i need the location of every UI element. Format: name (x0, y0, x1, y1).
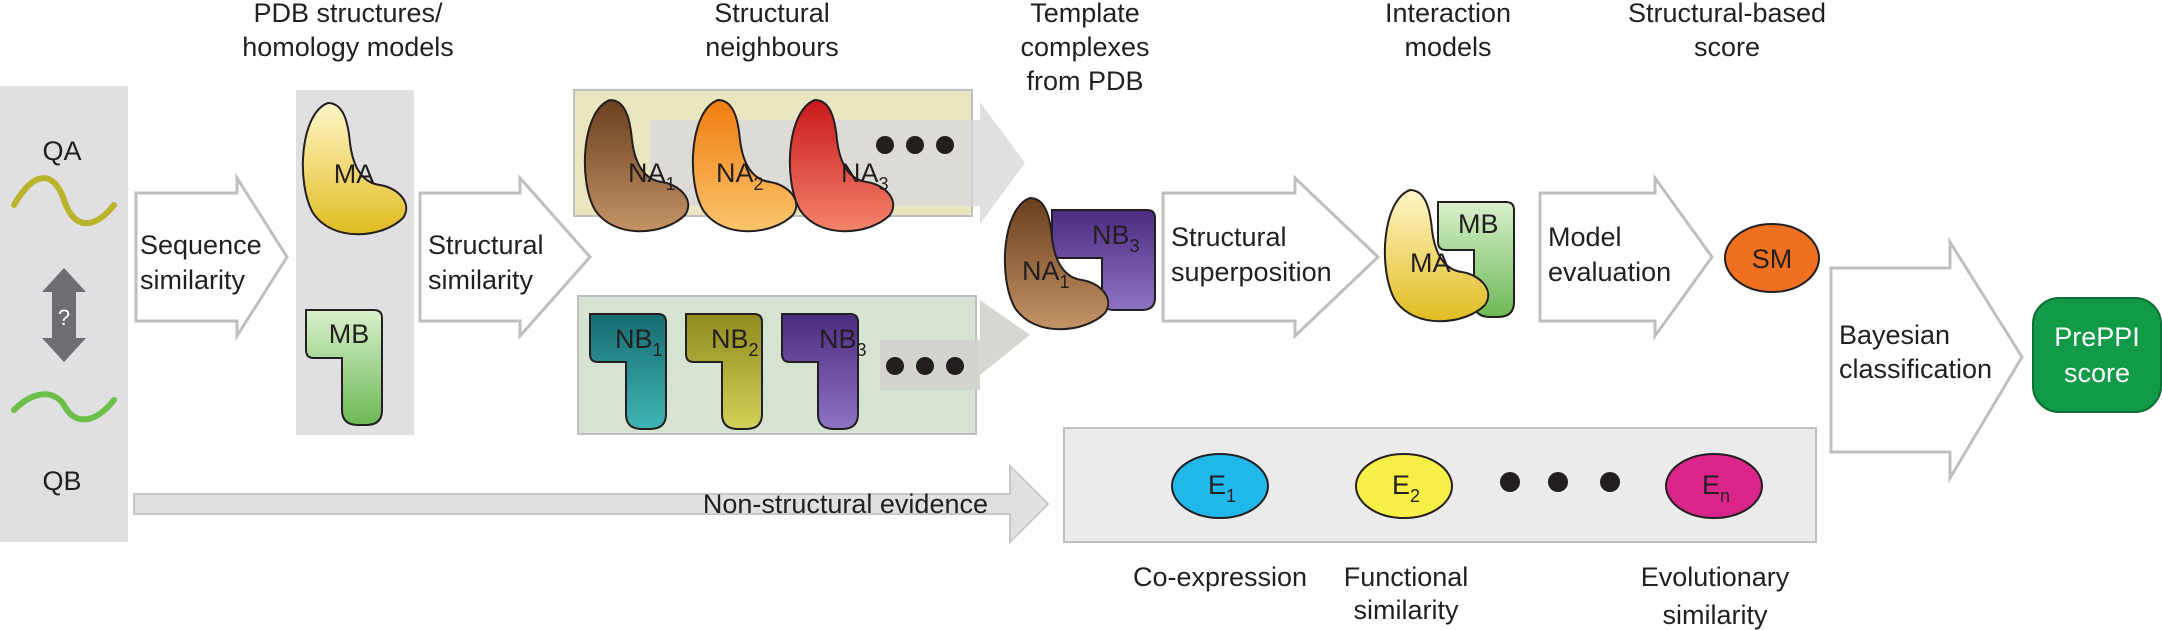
protein-nb1-label: NB1 (615, 324, 663, 360)
caption-coexpression: Co-expression (1133, 562, 1307, 592)
protein-mb-icon: MB (305, 309, 383, 426)
template-nb3-label: NB3 (1092, 220, 1140, 256)
protein-mb-label: MB (329, 319, 370, 349)
structural-similarity-line2: similarity (428, 265, 533, 295)
protein-na1-icon: NA1 (583, 99, 690, 233)
structural-score-badge: SM (1724, 223, 1820, 293)
protein-ma-icon: MA (301, 102, 408, 236)
sequence-b-icon (11, 391, 117, 423)
header-interaction-line1: Interaction (1385, 0, 1511, 28)
structural-score-label: SM (1752, 244, 1793, 274)
query-a-label: QA (42, 136, 81, 166)
query-panel: QA ? QB (0, 86, 128, 542)
evidence-ellipsis-icon (1500, 472, 1620, 492)
sequence-a-icon (11, 175, 117, 227)
interaction-mb-label: MB (1458, 209, 1499, 239)
neighbours-b-ellipsis-icon (886, 357, 964, 375)
bayesian-line1: Bayesian (1839, 320, 1950, 350)
non-structural-evidence-arrow: Non-structural evidence (133, 463, 1050, 545)
protein-nb1-icon: NB1 (589, 313, 667, 430)
model-evaluation-line1: Model (1548, 222, 1622, 252)
sequence-similarity-line2: similarity (140, 265, 245, 295)
header-score-line2: score (1694, 32, 1760, 62)
template-complex: NB3 NA1 (1003, 197, 1156, 331)
caption-functional-line2: similarity (1354, 595, 1459, 625)
header-template-line3: from PDB (1026, 66, 1143, 96)
model-evaluation-line2: evaluation (1548, 257, 1671, 287)
structural-similarity-line1: Structural (428, 230, 544, 260)
interaction-ma-label: MA (1410, 248, 1451, 278)
protein-na3-icon: NA3 (788, 99, 895, 233)
column-headers: PDB structures/ homology models Structur… (242, 0, 1826, 96)
models-panel: MA MB (296, 90, 414, 435)
structural-similarity-arrow: Structural similarity (418, 174, 593, 340)
preppi-score-line1: PrePPI (2054, 322, 2140, 352)
superposition-line2: superposition (1171, 257, 1332, 287)
sequence-similarity-arrow: Sequence similarity (134, 172, 289, 342)
header-pdb-line2: homology models (242, 32, 454, 62)
protein-na3-label: NA3 (841, 158, 889, 194)
header-neighbours-line1: Structural (714, 0, 830, 28)
evidence-e2-label: E2 (1392, 470, 1420, 506)
protein-na2-icon: NA2 (691, 99, 798, 233)
preppi-score-line2: score (2064, 358, 2130, 388)
query-b-label: QB (42, 466, 81, 496)
caption-functional-line1: Functional (1344, 562, 1469, 592)
interaction-ma-icon: MA (1383, 189, 1490, 323)
protein-ma-label: MA (334, 159, 375, 189)
evidence-en-badge: En (1665, 453, 1763, 519)
protein-nb2-label: NB2 (711, 324, 759, 360)
non-structural-evidence-label: Non-structural evidence (703, 489, 988, 519)
protein-nb3-icon: NB3 (781, 313, 867, 430)
evidence-e1-label: E1 (1208, 470, 1236, 506)
caption-evolutionary-line1: Evolutionary (1641, 562, 1790, 592)
protein-na1-label: NA1 (628, 158, 676, 194)
neighbours-a-panel: NA1 NA2 NA3 (573, 89, 1025, 233)
header-pdb-line1: PDB structures/ (253, 0, 443, 28)
header-interaction-line2: models (1404, 32, 1491, 62)
template-nb3-icon: NB3 (1051, 209, 1156, 311)
structural-superposition-arrow: Structural superposition (1161, 174, 1381, 340)
protein-na2-label: NA2 (716, 158, 764, 194)
superposition-line1: Structural (1171, 222, 1287, 252)
evidence-captions: Co-expression Functional similarity Evol… (1133, 562, 1790, 630)
evidence-en-label: En (1702, 470, 1730, 506)
interaction-mb-icon: MB (1437, 201, 1515, 318)
header-template-line1: Template (1030, 0, 1140, 28)
bayesian-classification-arrow: Bayesian classification (1829, 236, 2024, 484)
header-neighbours-line2: neighbours (705, 32, 839, 62)
protein-nb3-label: NB3 (819, 324, 867, 360)
sequence-similarity-line1: Sequence (140, 230, 262, 260)
template-na1-label: NA1 (1022, 256, 1070, 292)
question-mark-label: ? (58, 305, 70, 330)
bayesian-line2: classification (1839, 354, 1992, 384)
interaction-model: MB MA (1383, 189, 1515, 323)
neighbours-b-panel: NB1 NB2 NB3 (577, 295, 1030, 435)
model-evaluation-arrow: Model evaluation (1538, 173, 1714, 341)
unknown-interaction-icon: ? (42, 268, 86, 362)
template-na1-icon: NA1 (1003, 197, 1110, 331)
caption-evolutionary-line2: similarity (1663, 600, 1768, 630)
preppi-score-badge: PrePPI score (2032, 297, 2162, 413)
protein-nb2-icon: NB2 (685, 313, 763, 430)
evidence-panel: E1 E2 En (1063, 427, 1817, 543)
neighbours-a-ellipsis-icon (876, 136, 954, 154)
evidence-e1-badge: E1 (1171, 453, 1269, 519)
evidence-e2-badge: E2 (1355, 453, 1453, 519)
header-template-line2: complexes (1020, 32, 1149, 62)
header-score-line1: Structural-based (1628, 0, 1826, 28)
